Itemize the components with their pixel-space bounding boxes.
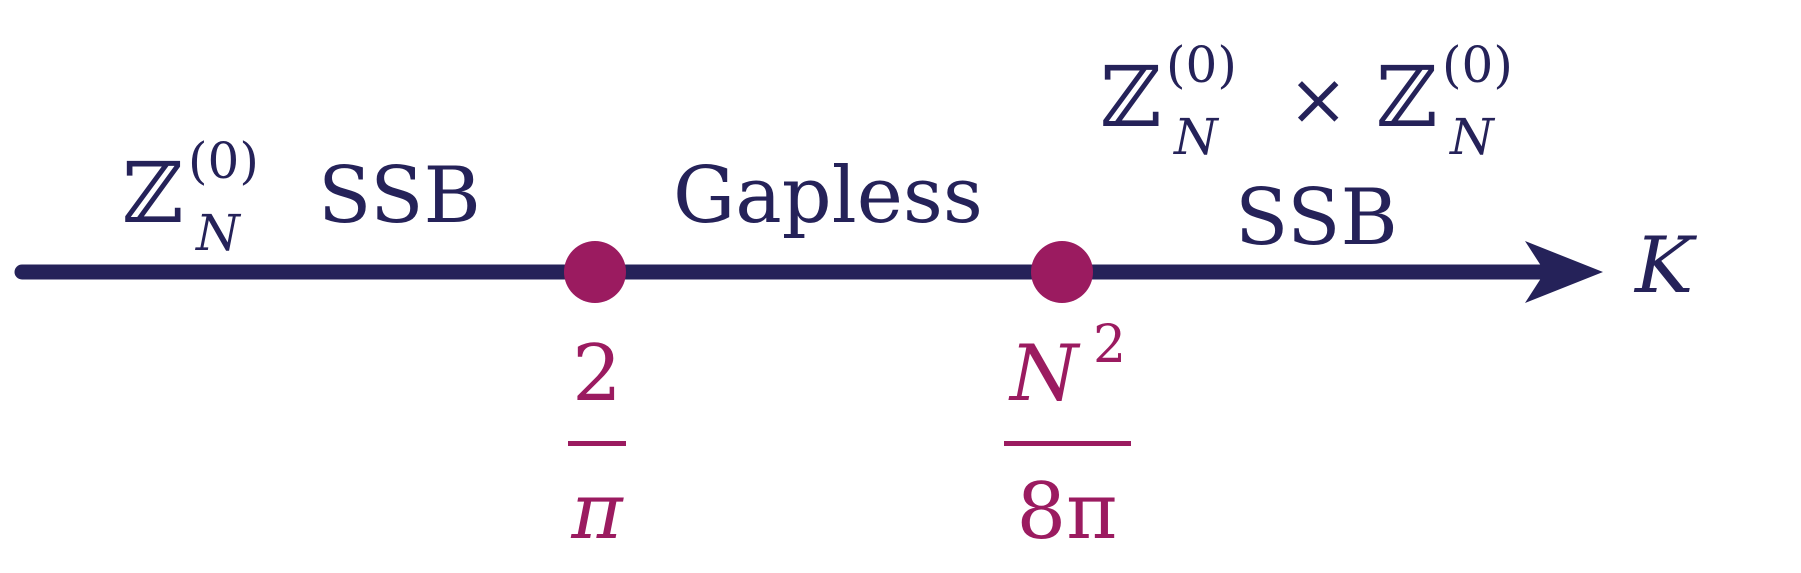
fraction-numerator: 2 — [572, 329, 622, 419]
phase-label-middle: Gapless — [673, 151, 983, 241]
axis-variable-label: K — [1633, 221, 1698, 311]
group-superscript: (0) — [188, 132, 259, 190]
group-superscript-2: (0) — [1442, 36, 1513, 94]
critical-point-value-1: 2 π — [568, 329, 626, 557]
phase-label-left: ℤ (0) N SSB — [122, 132, 481, 262]
group-superscript: (0) — [1166, 36, 1237, 94]
fraction-bar — [568, 441, 626, 446]
times-symbol: × — [1288, 57, 1348, 141]
group-symbol-2: ℤ — [1376, 48, 1437, 146]
phase-label-right: ℤ (0) N × ℤ (0) N SSB — [1100, 36, 1513, 263]
fraction-numerator-exponent: 2 — [1093, 315, 1126, 375]
group-symbol: ℤ — [1100, 48, 1161, 146]
fraction-bar — [1004, 441, 1131, 446]
group-subscript: N — [195, 204, 242, 262]
ssb-word: SSB — [318, 151, 481, 241]
fraction-numerator-base: N — [1008, 329, 1081, 419]
critical-point-value-2: N 2 8π — [1004, 315, 1131, 557]
critical-point-marker-2 — [1031, 241, 1093, 303]
group-symbol: ℤ — [122, 144, 183, 242]
critical-point-marker-1 — [564, 241, 626, 303]
fraction-denominator: 8π — [1017, 467, 1118, 557]
k-axis-arrowhead — [1525, 241, 1603, 303]
group-subscript: N — [1173, 108, 1220, 166]
fraction-denominator: π — [570, 467, 624, 557]
ssb-word: SSB — [1235, 173, 1398, 263]
group-subscript-2: N — [1449, 108, 1496, 166]
